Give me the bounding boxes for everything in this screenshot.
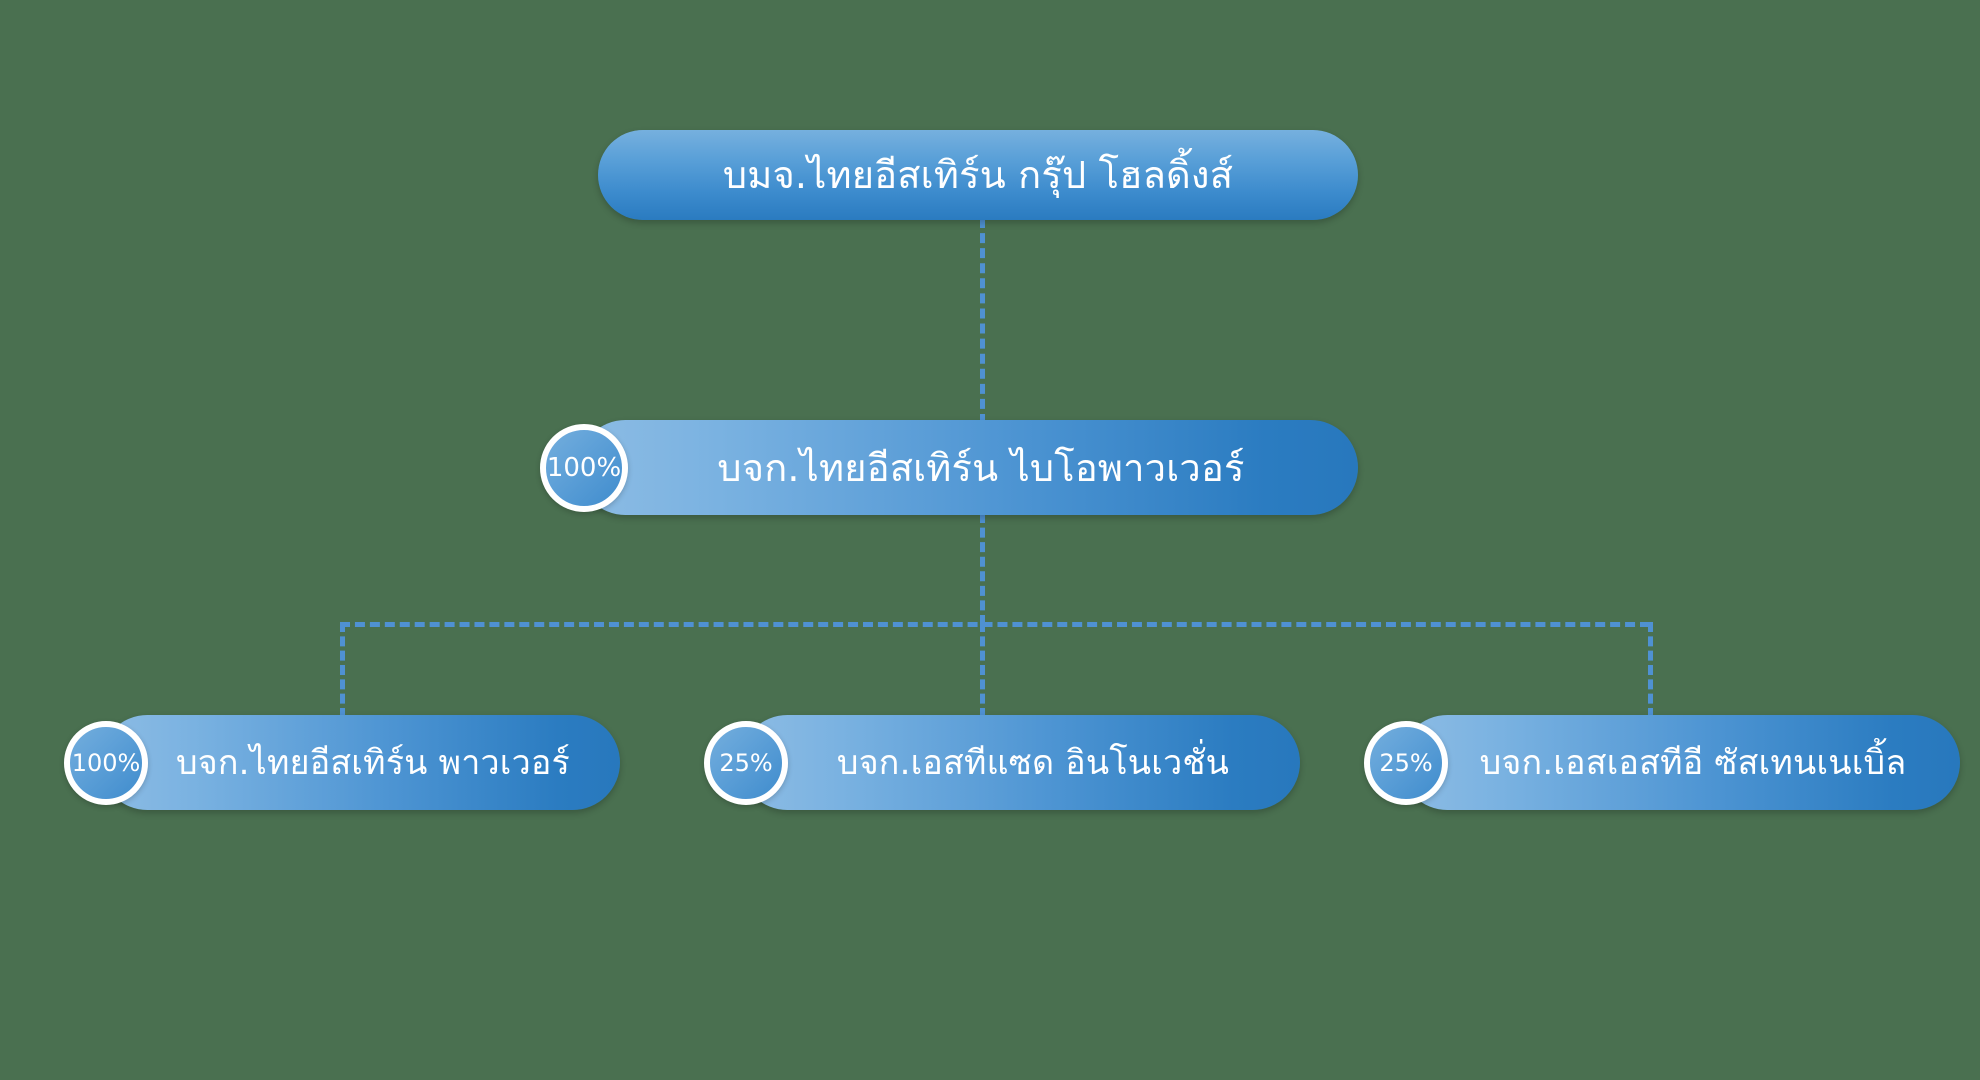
org-node-sste[interactable]: 25% บจก.เอสเอสทีอี ซัสเทนเนเบิ้ล bbox=[1364, 715, 1960, 810]
connector-branch-left bbox=[340, 622, 345, 718]
org-node-label-wrap: บจก.เอสเอสทีอี ซัสเทนเนเบิ้ล bbox=[1400, 715, 1960, 810]
org-node-label: บจก.เอสทีแซด อินโนเวชั่น bbox=[836, 742, 1230, 783]
org-node-stz[interactable]: 25% บจก.เอสทีแซด อินโนเวชั่น bbox=[704, 715, 1300, 810]
ownership-badge: 100% bbox=[540, 423, 628, 512]
org-node-tep[interactable]: 100% บจก.ไทยอีสเทิร์น พาวเวอร์ bbox=[64, 715, 620, 810]
connector-level3-horizontal-bus bbox=[340, 622, 1650, 627]
org-node-label: บมจ.ไทยอีสเทิร์น กรุ๊ป โฮลดิ้งส์ bbox=[722, 153, 1234, 197]
org-node-label: บจก.ไทยอีสเทิร์น พาวเวอร์ bbox=[175, 742, 571, 783]
org-node-label: บจก.เอสเอสทีอี ซัสเทนเนเบิ้ล bbox=[1479, 742, 1907, 783]
connector-root-to-level2 bbox=[980, 218, 985, 424]
org-node-label-wrap: บจก.ไทยอีสเทิร์น ไบโอพาวเวอร์ bbox=[578, 420, 1358, 515]
ownership-badge-value: 25% bbox=[719, 748, 773, 777]
connector-branch-middle bbox=[980, 622, 985, 718]
ownership-badge-value: 100% bbox=[71, 748, 141, 777]
org-node-label: บจก.ไทยอีสเทิร์น ไบโอพาวเวอร์ bbox=[717, 445, 1245, 490]
connector-level2-drop bbox=[980, 513, 985, 625]
ownership-badge: 25% bbox=[1364, 720, 1448, 805]
org-node-teghl[interactable]: บมจ.ไทยอีสเทิร์น กรุ๊ป โฮลดิ้งส์ bbox=[598, 130, 1358, 220]
org-node-tebp[interactable]: 100% บจก.ไทยอีสเทิร์น ไบโอพาวเวอร์ bbox=[540, 420, 1358, 515]
org-node-label-wrap: บจก.เอสทีแซด อินโนเวชั่น bbox=[740, 715, 1300, 810]
org-node-label-wrap: บจก.ไทยอีสเทิร์น พาวเวอร์ bbox=[100, 715, 620, 810]
ownership-badge-value: 25% bbox=[1379, 748, 1433, 777]
connector-branch-right bbox=[1648, 622, 1653, 718]
ownership-badge: 25% bbox=[704, 720, 788, 805]
ownership-badge: 100% bbox=[64, 720, 148, 805]
ownership-badge-value: 100% bbox=[546, 452, 622, 483]
